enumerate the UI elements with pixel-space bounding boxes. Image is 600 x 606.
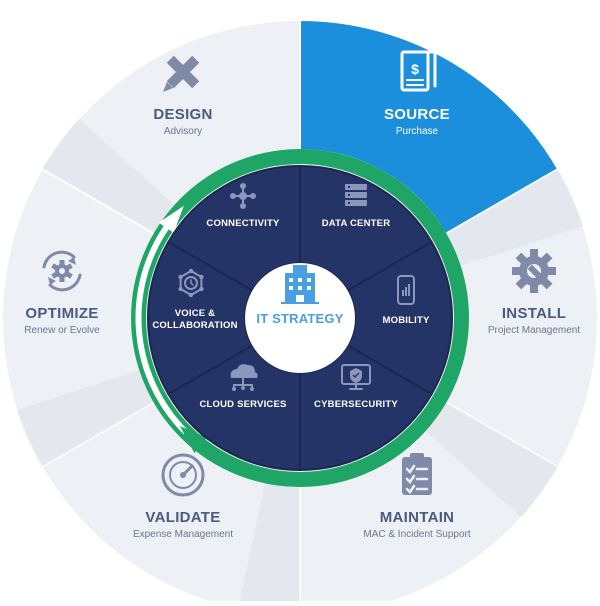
inner-segments: CONNECTIVITY DATA CENTER MOBILITY CYBERSECU… (147, 164, 453, 472)
smartphone-icon (397, 275, 415, 305)
segment-title: OPTIMIZE (25, 305, 98, 322)
center-hub: IT STRATEGY (245, 263, 355, 373)
segment-subtitle: MAC & Incident Support (363, 529, 470, 540)
cycle-arrowhead-white (158, 205, 184, 233)
segment-title: SOURCE (384, 106, 450, 123)
gear-wrench-icon (512, 249, 556, 293)
network-nodes-icon (230, 183, 256, 209)
segment-subtitle: Project Management (488, 325, 580, 336)
inner-segment-label: CONNECTIVITY (206, 218, 280, 229)
inner-segment-connectivity[interactable]: CONNECTIVITY (166, 164, 301, 292)
inner-segment-label: MOBILITY (383, 315, 430, 326)
segment-title: MAINTAIN (380, 509, 455, 526)
segment-subtitle: Purchase (396, 126, 439, 137)
segment-subtitle: Advisory (164, 126, 202, 137)
inner-segment-label: VOICE & (175, 308, 215, 319)
center-circle (245, 263, 355, 373)
segment-title: INSTALL (502, 305, 566, 322)
outer-segment-design[interactable]: DESIGN Advisory (40, 18, 301, 236)
outer-segment-maintain[interactable]: MAINTAIN MAC & Incident Support (299, 400, 560, 606)
cloud-network-icon (230, 364, 258, 391)
invoice-icon: $ (400, 50, 437, 92)
inner-segment-label: COLLABORATION (152, 320, 237, 331)
svg-text:$: $ (411, 61, 419, 77)
gauge-icon (161, 453, 205, 497)
outer-segment-install[interactable]: INSTALL Project Management (444, 167, 600, 469)
gear-cycle-icon (42, 250, 82, 292)
clock-network-icon (178, 268, 204, 298)
inner-segment-cloud[interactable]: CLOUD SERVICES (166, 344, 301, 472)
segment-subtitle: Expense Management (133, 529, 233, 540)
monitor-shield-icon (341, 364, 371, 390)
clipboard-check-icon (402, 453, 432, 495)
cycle-arrowhead-green (179, 426, 207, 454)
server-rack-icon (345, 184, 367, 206)
ruler-pencil-icon (163, 55, 200, 92)
segment-subtitle: Renew or Evolve (24, 325, 100, 336)
outer-segment-shade (16, 369, 155, 467)
outer-segment-shade (424, 402, 559, 518)
building-icon (281, 265, 319, 304)
inner-segment-label: CLOUD SERVICES (199, 399, 286, 410)
outer-segment-optimize[interactable]: OPTIMIZE Renew or Evolve (1, 167, 156, 469)
outer-segment-shade (445, 169, 584, 267)
center-label: IT STRATEGY (256, 311, 343, 326)
segment-title: VALIDATE (145, 509, 220, 526)
segment-title: DESIGN (153, 106, 212, 123)
outer-segment-shade (41, 118, 176, 234)
outer-segment-shade (238, 482, 300, 606)
inner-segment-label: CYBERSECURITY (314, 399, 398, 410)
green-cycle-ring (131, 149, 469, 487)
cycle-arrow-white (135, 216, 188, 435)
outer-segment-validate[interactable]: VALIDATE Expense Management (40, 400, 301, 606)
inner-segment-label: DATA CENTER (322, 218, 391, 229)
